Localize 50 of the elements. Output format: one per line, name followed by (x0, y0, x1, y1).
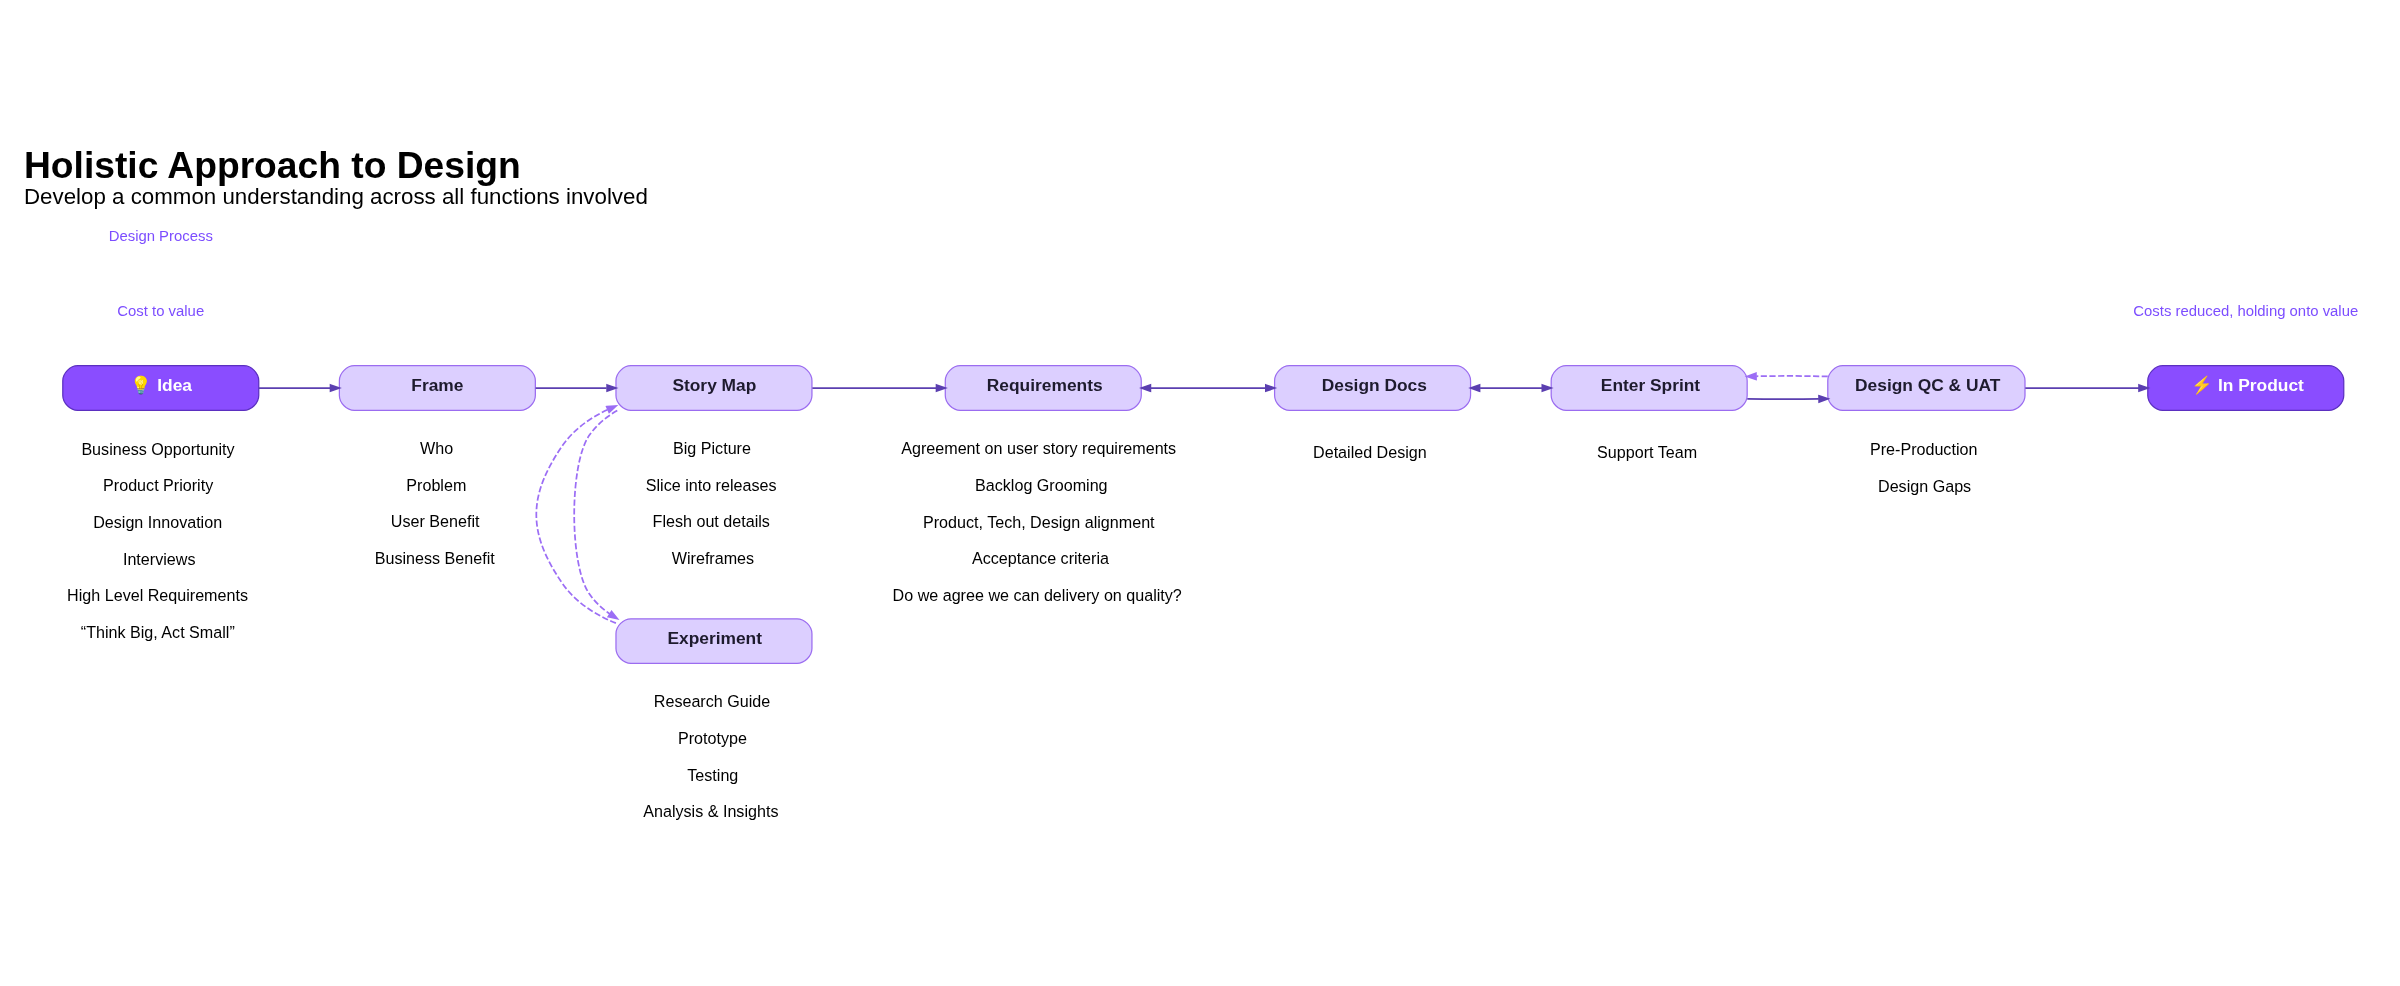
arrow (1746, 394, 1831, 404)
node-label: Wireframes (671, 549, 755, 568)
node-label: Flesh out details (652, 512, 770, 531)
node-label: Acceptance criteria (971, 549, 1109, 568)
node-box: 💡 Idea (62, 365, 260, 411)
arrow (1744, 372, 1829, 381)
node-box: Experiment (615, 618, 813, 665)
arrow (573, 409, 620, 621)
label: Costs reduced, holding onto value (2133, 303, 2359, 320)
node-label: Who (420, 439, 454, 458)
diagram-title: Holistic Approach to Design (23, 144, 521, 187)
node-label: “Think Big, Act Small” (80, 623, 235, 642)
node-label: High Level Requirements (67, 586, 249, 605)
node-label: Interviews (122, 549, 196, 568)
node-label: Testing (687, 765, 739, 784)
node-label: Design Innovation (93, 512, 223, 531)
node-box: Requirements (944, 365, 1142, 411)
node-label: Detailed Design (1313, 443, 1427, 462)
node-label: Backlog Grooming (975, 476, 1108, 495)
label: Cost to value (117, 303, 205, 320)
arrow (2024, 383, 2151, 393)
node-box: ⚡ In Product (2147, 365, 2345, 411)
node-label: Support Team (1597, 443, 1698, 462)
node-label: Slice into releases (645, 475, 777, 494)
arrow (258, 383, 342, 393)
label: Design Process (108, 227, 213, 244)
arrow (535, 404, 619, 625)
node-label: Product Priority (103, 476, 214, 495)
node-label: Agreement on user story requirements (901, 439, 1177, 458)
node-label: Business Benefit (374, 549, 495, 568)
node-label: Research Guide (653, 692, 771, 711)
node-label: Do we agree we can delivery on quality? (892, 586, 1182, 605)
node-label: Analysis & Insights (643, 802, 779, 821)
node-box: Frame (338, 365, 536, 411)
node-label: Business Opportunity (81, 439, 235, 458)
arrow (1139, 383, 1278, 393)
node-label: Big Picture (673, 439, 751, 458)
node-label: Product, Tech, Design alignment (922, 512, 1155, 531)
arrow (811, 383, 948, 393)
node-label: Design Gaps (1878, 476, 1972, 495)
node-label: Prototype (677, 728, 747, 747)
arrow (534, 383, 619, 393)
arrow (1468, 383, 1554, 393)
node-box: Design QC & UAT (1827, 365, 2026, 411)
node-label: Problem (406, 475, 467, 494)
node-box: Design Docs (1273, 365, 1472, 411)
node-label: User Benefit (390, 512, 480, 531)
node-box: Story Map (615, 365, 813, 411)
node-label: Pre-Production (1869, 439, 1978, 458)
node-box: Enter Sprint (1550, 365, 1748, 411)
